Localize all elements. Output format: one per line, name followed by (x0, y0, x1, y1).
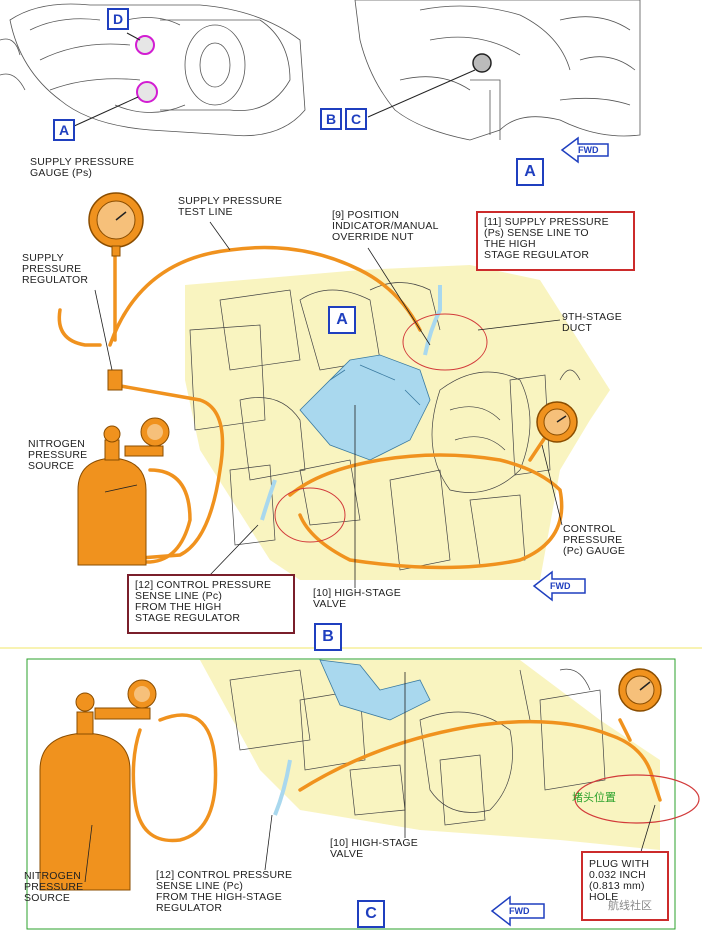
callout-d-marker (135, 35, 155, 55)
panel-c-frame (26, 658, 676, 930)
supply-regulator-shape (107, 369, 123, 391)
control-sense-line-label-b: [12] CONTROL PRESSURE SENSE LINE (Pc) FR… (135, 579, 272, 624)
fwd-arrow-b-shape (532, 570, 586, 602)
high-stage-valve-label-c: [10] HIGH-STAGE VALVE (330, 837, 418, 860)
fwd-label-c: FWD (509, 906, 530, 916)
control-pressure-gauge-label: CONTROL PRESSURE (Pc) GAUGE (563, 523, 626, 557)
control-pressure-gauge-shape-c (618, 668, 662, 712)
callout-a-marker (136, 81, 158, 103)
supply-sense-line-label: [11] SUPPLY PRESSURE (Ps) SENSE LINE TO … (484, 216, 609, 261)
view-label-a-b: A (328, 306, 356, 334)
engine-sketch-b (189, 282, 581, 571)
highlight-ellipse-supply (402, 313, 488, 371)
callout-a-label: A (53, 119, 75, 141)
supply-sense-line-shape (423, 285, 442, 356)
control-pressure-gauge-shape (536, 401, 578, 443)
supply-pressure-regulator-label: SUPPLY PRESSURE REGULATOR (22, 252, 89, 286)
fwd-arrow-top-shape (560, 136, 609, 164)
callout-c-label: C (345, 108, 367, 130)
plug-position-note: 堵头位置 (572, 791, 616, 804)
nitrogen-pressure-source-label-c: NITROGEN PRESSURE SOURCE (24, 870, 84, 904)
ninth-stage-duct-label: 9TH-STAGE DUCT (562, 311, 622, 334)
engine-sketch-left (0, 3, 306, 137)
watermark: 航线社区 (608, 899, 652, 912)
supply-pressure-gauge-shape (88, 192, 144, 257)
fwd-label-b: FWD (550, 581, 571, 591)
plug-label: PLUG WITH 0.032 INCH (0.813 mm) HOLE (589, 858, 650, 903)
callout-d-label: D (107, 8, 129, 30)
high-stage-valve-shape (299, 354, 431, 461)
view-label-c: C (357, 900, 385, 928)
position-indicator-label: [9] POSITION INDICATOR/MANUAL OVERRIDE N… (332, 209, 439, 243)
control-sense-line-box-b: [12] CONTROL PRESSURE SENSE LINE (Pc) FR… (127, 574, 295, 634)
callout-bc-marker (472, 53, 492, 73)
callout-b-label: B (320, 108, 342, 130)
control-sense-line-label-c: [12] CONTROL PRESSURE SENSE LINE (Pc) FR… (156, 869, 293, 914)
hoses-b (57, 243, 564, 570)
highlight-ellipse-control (274, 487, 346, 543)
highlight-ellipse-plug (574, 774, 700, 824)
hoses-c (131, 713, 662, 843)
nitrogen-cylinder-b (77, 417, 170, 566)
engine-sketch-right (354, 0, 641, 141)
high-stage-valve-label-b: [10] HIGH-STAGE VALVE (313, 587, 401, 610)
nitrogen-pressure-source-label-b: NITROGEN PRESSURE SOURCE (28, 438, 88, 472)
supply-pressure-gauge-label: SUPPLY PRESSURE GAUGE (Ps) (30, 156, 135, 179)
fwd-arrow-c-shape (490, 895, 545, 927)
fwd-label-top: FWD (578, 145, 599, 155)
nitrogen-cylinder-c (39, 679, 157, 891)
supply-sense-line-box: [11] SUPPLY PRESSURE (Ps) SENSE LINE TO … (476, 211, 635, 271)
view-label-b: B (314, 623, 342, 651)
plug-box: PLUG WITH 0.032 INCH (0.813 mm) HOLE (581, 851, 669, 921)
highlight-area-c (200, 660, 660, 850)
high-stage-valve-shape-c (319, 659, 431, 721)
view-label-a-top: A (516, 158, 544, 186)
supply-pressure-test-line-label: SUPPLY PRESSURE TEST LINE (178, 195, 283, 218)
